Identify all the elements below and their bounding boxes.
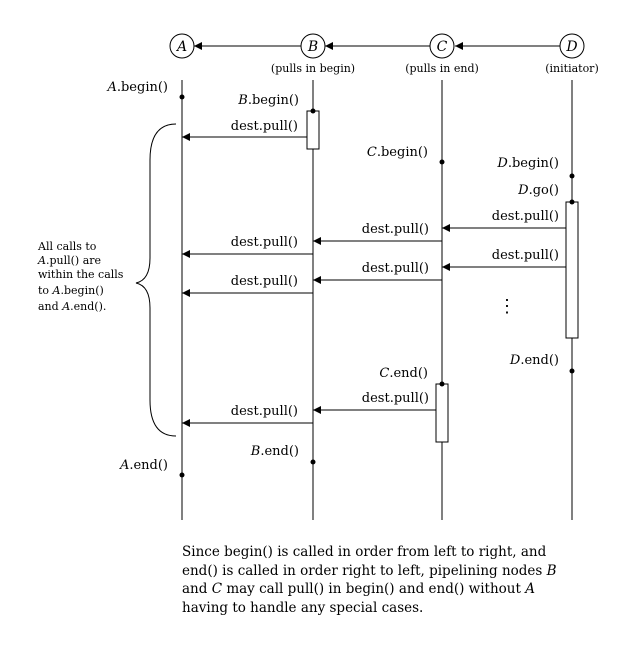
pull-label-b-a-3: dest.pull(): [231, 274, 298, 289]
pull-label-d-c-2: dest.pull(): [492, 248, 559, 263]
pull-label-b-a-1: dest.pull(): [231, 119, 298, 134]
caption-line-1: Since begin() is called in order from le…: [182, 544, 547, 560]
label-d-begin: D.begin(): [496, 156, 559, 171]
ellipsis-vertical: ⋮: [498, 296, 516, 317]
svg-text:All calls to: All calls to: [37, 240, 97, 253]
label-b-begin: B.begin(): [237, 93, 299, 108]
dot-b-begin: [310, 108, 316, 114]
pull-label-c-b-2: dest.pull(): [362, 261, 429, 276]
svg-text:A.pull() are: A.pull() are: [37, 254, 101, 267]
pull-label-b-a-4: dest.pull(): [231, 404, 298, 419]
node-c-letter: C: [437, 39, 448, 55]
label-d-end: D.end(): [509, 353, 559, 368]
activation-b-begin: [306, 110, 320, 150]
svg-text:and A.end().: and A.end().: [38, 300, 106, 313]
label-a-end: A.end(): [119, 458, 168, 473]
dot-d-go: [569, 199, 575, 205]
dot-a-end: [179, 472, 185, 478]
activation-c-end: [435, 383, 449, 443]
node-c: C: [429, 33, 455, 59]
label-d-go: D.go(): [517, 183, 559, 198]
pull-label-d-c-1: dest.pull(): [492, 209, 559, 224]
node-a-letter: A: [175, 39, 187, 55]
node-d: D: [559, 33, 585, 59]
node-a: A: [169, 33, 195, 59]
activation-d-go: [565, 201, 579, 339]
svg-text:within the calls: within the calls: [38, 268, 124, 281]
node-b: B: [300, 33, 326, 59]
node-d-letter: D: [565, 39, 577, 55]
pull-label-c-b-1: dest.pull(): [362, 222, 429, 237]
pull-label-b-a-2: dest.pull(): [231, 235, 298, 250]
caption-line-4: having to handle any special cases.: [182, 599, 424, 616]
dot-b-end: [310, 459, 316, 465]
label-a-begin: A.begin(): [106, 80, 168, 95]
node-b-subtitle: (pulls in begin): [271, 62, 355, 75]
caption-line-3: and C may call pull() in begin() and end…: [182, 581, 535, 597]
caption: Since begin() is called in order from le…: [182, 543, 592, 617]
node-d-subtitle: (initiator): [545, 62, 599, 75]
label-c-begin: C.begin(): [367, 145, 428, 160]
svg-text:to A.begin(): to A.begin(): [38, 284, 104, 297]
dot-a-begin: [179, 94, 185, 100]
dot-d-end: [569, 368, 575, 374]
dot-c-begin: [439, 159, 445, 165]
node-b-letter: B: [307, 39, 318, 55]
node-c-subtitle: (pulls in end): [405, 62, 479, 75]
brace-note: All calls to A.pull() are within the cal…: [37, 240, 124, 313]
caption-line-2: end() is called in order right to left, …: [182, 562, 557, 579]
curly-brace: [135, 123, 177, 437]
pull-label-c-b-3: dest.pull(): [362, 391, 429, 406]
dot-d-begin: [569, 173, 575, 179]
label-c-end: C.end(): [379, 366, 428, 381]
label-b-end: B.end(): [250, 444, 299, 459]
dot-c-end: [439, 381, 445, 387]
